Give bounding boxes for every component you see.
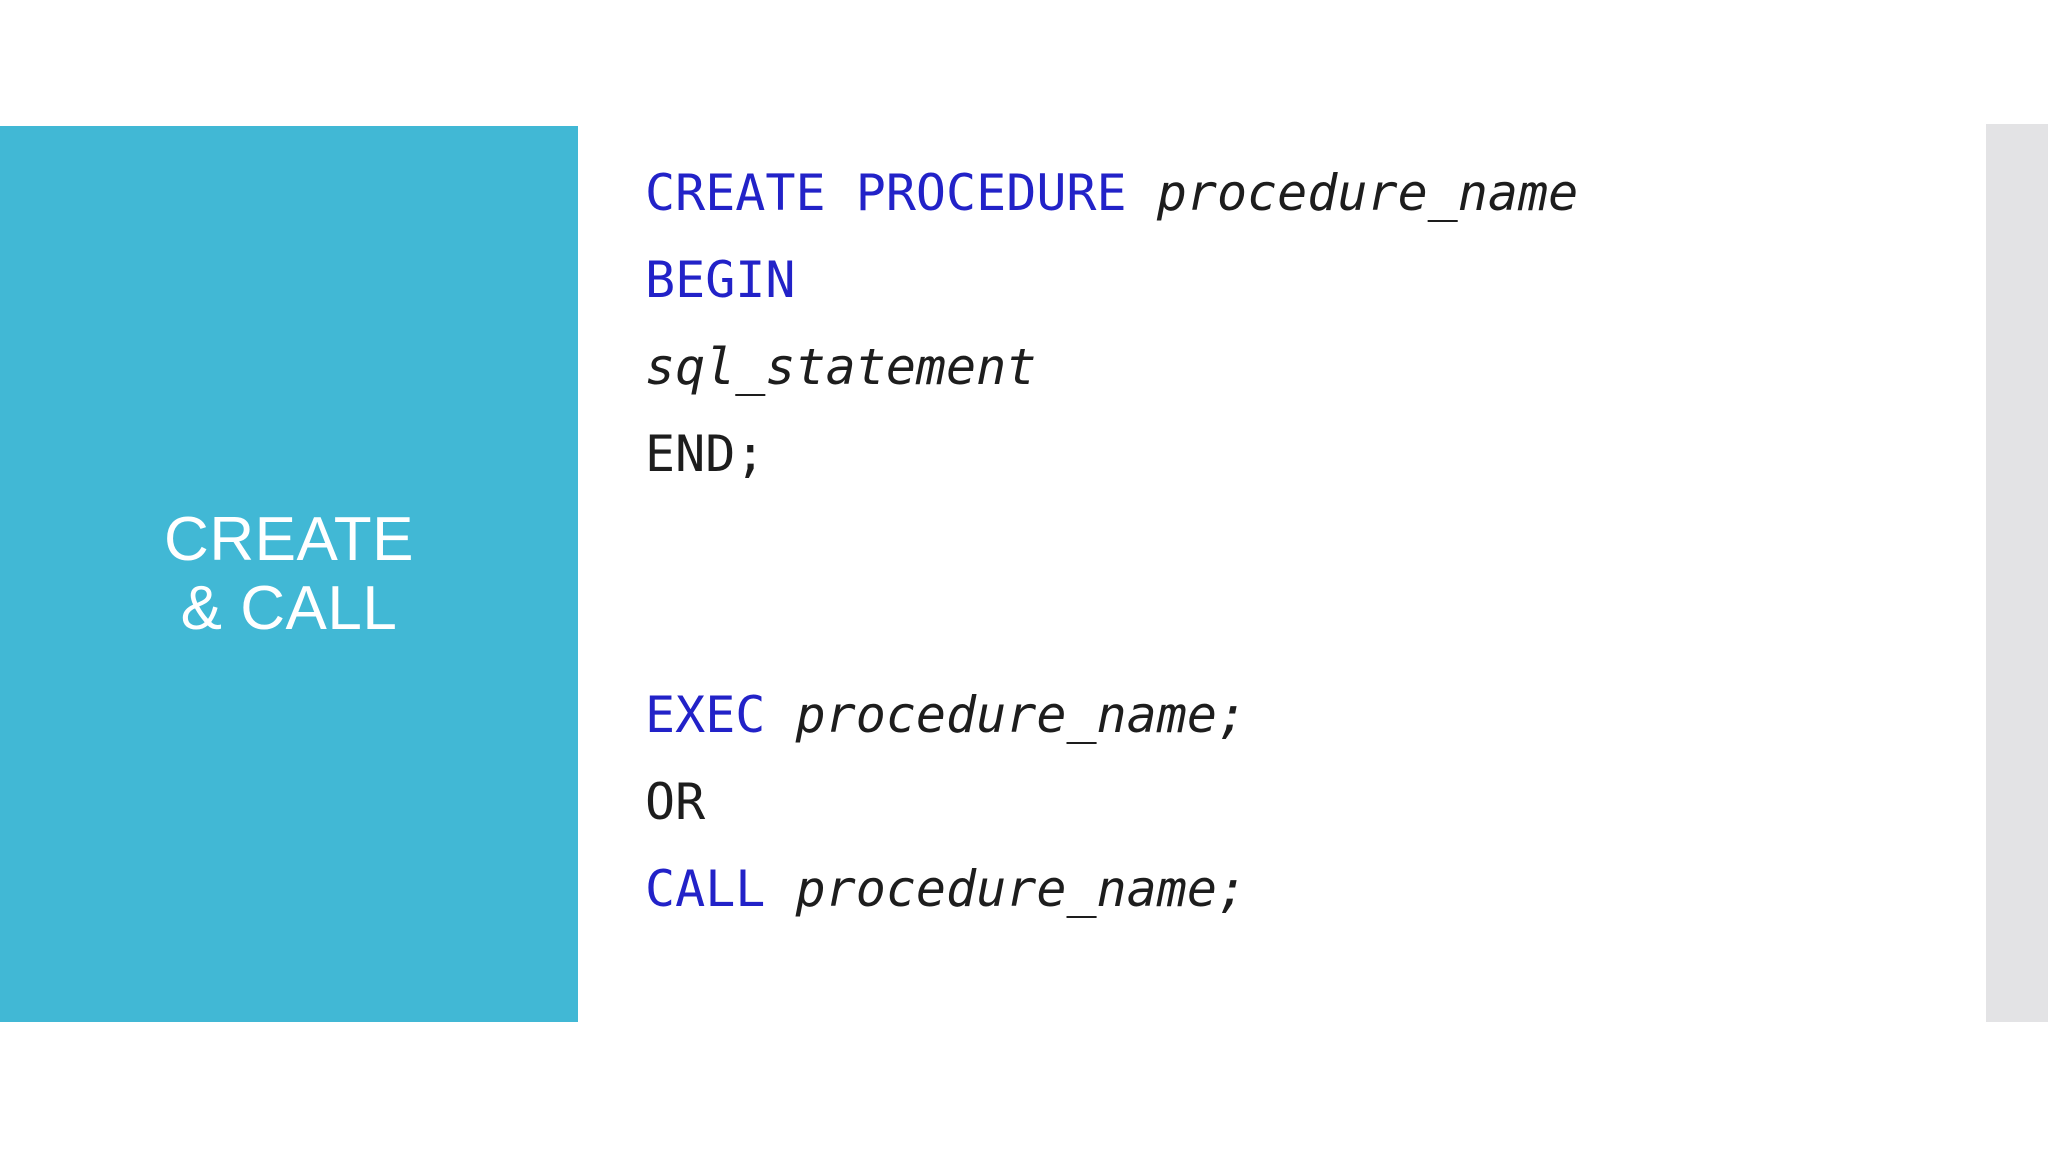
code-line-end: END; <box>645 411 1945 498</box>
code-line-begin: BEGIN <box>645 237 1945 324</box>
code-line-create-procedure: CREATE PROCEDURE procedure_name <box>645 150 1945 237</box>
code-token-ident: procedure_name; <box>795 860 1248 918</box>
code-token-ident: procedure_name; <box>795 686 1248 744</box>
code-token-kw: EXEC <box>645 686 796 744</box>
code-token-kw: BEGIN <box>645 251 796 309</box>
code-line-spacer-2 <box>645 585 1945 672</box>
code-line-exec-call: EXEC procedure_name; <box>645 672 1945 759</box>
page-title: CREATE & CALL <box>164 504 414 643</box>
code-line-or: OR <box>645 759 1945 846</box>
code-line-call: CALL procedure_name; <box>645 846 1945 933</box>
edge-panel[interactable] <box>1986 124 2048 1022</box>
code-token-kw: CALL <box>645 860 796 918</box>
code-line-sql-statement: sql_statement <box>645 324 1945 411</box>
code-token-kw: CREATE PROCEDURE <box>645 164 1157 222</box>
code-token-ident: procedure_name <box>1156 164 1579 222</box>
code-line-spacer-1 <box>645 498 1945 585</box>
code-token-plain: OR <box>645 773 706 831</box>
code-token-plain: END; <box>645 425 766 483</box>
code-token-ident: sql_statement <box>645 338 1037 396</box>
title-panel: CREATE & CALL <box>0 126 578 1022</box>
